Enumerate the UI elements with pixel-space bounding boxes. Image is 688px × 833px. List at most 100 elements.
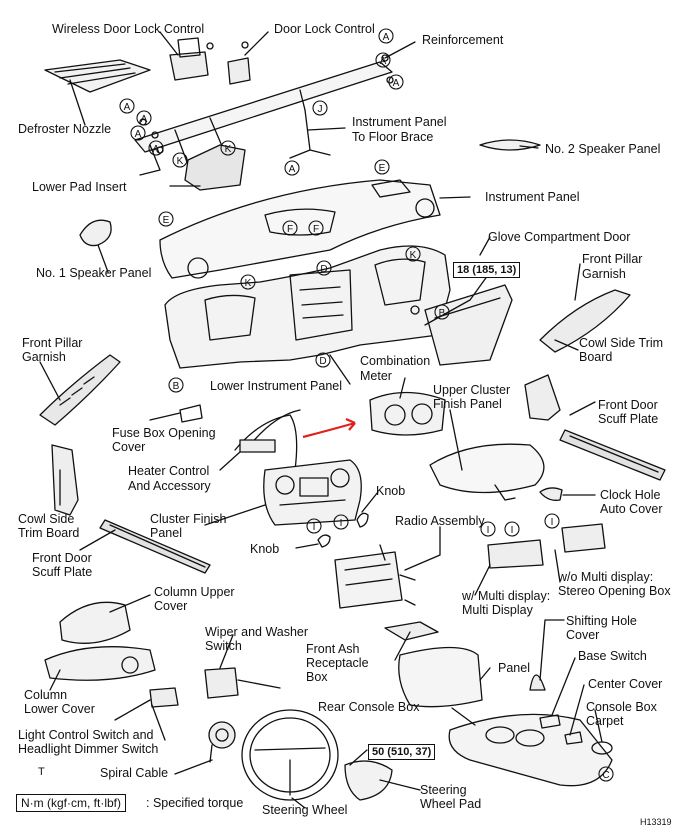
label-column-lower-cover-line2: Lower Cover bbox=[24, 702, 95, 716]
label-front-door-scuff-plate-left-line1: Front Door bbox=[32, 551, 92, 565]
svg-text:K: K bbox=[177, 156, 184, 167]
torque-badge-steering: 50 (510, 37) bbox=[368, 744, 436, 760]
legend-torque-text: : Specified torque bbox=[146, 796, 244, 810]
svg-text:D: D bbox=[320, 264, 327, 275]
torque-badge-glove: 18 (185, 13) bbox=[453, 262, 521, 278]
label-cluster-finish-panel-line2: Panel bbox=[150, 526, 182, 540]
label-center-cover: Center Cover bbox=[588, 677, 663, 691]
svg-text:F: F bbox=[313, 224, 319, 235]
svg-text:A: A bbox=[135, 129, 142, 140]
label-reinforcement: Reinforcement bbox=[422, 33, 504, 47]
label-tee-mark: T bbox=[38, 766, 45, 778]
svg-text:A: A bbox=[141, 114, 148, 125]
label-console-box-carpet-line2: Carpet bbox=[586, 714, 624, 728]
label-wireless-door-lock-control: Wireless Door Lock Control bbox=[52, 22, 205, 36]
label-instrument-panel: Instrument Panel bbox=[485, 190, 580, 204]
label-w-multi-display-line2: Multi Display bbox=[462, 603, 533, 617]
svg-text:E: E bbox=[379, 163, 386, 174]
svg-text:B: B bbox=[173, 381, 180, 392]
svg-text:C: C bbox=[602, 770, 609, 781]
svg-text:A: A bbox=[393, 78, 400, 89]
label-instrument-panel-floor-brace-line1: Instrument Panel bbox=[352, 115, 447, 129]
label-instrument-panel-floor-brace-line2: To Floor Brace bbox=[352, 130, 434, 144]
label-shifting-hole-cover-line1: Shifting Hole bbox=[566, 614, 637, 628]
label-cowl-side-trim-board-left-line1: Cowl Side bbox=[18, 512, 75, 526]
svg-text:I: I bbox=[487, 525, 490, 536]
svg-text:F: F bbox=[287, 224, 293, 235]
svg-text:A: A bbox=[383, 32, 390, 43]
label-cowl-side-trim-board-right-line2: Board bbox=[579, 350, 613, 364]
label-light-control-switch-line1: Light Control Switch and bbox=[18, 728, 154, 742]
label-knob-bottom: Knob bbox=[250, 542, 280, 556]
label-front-ash-receptacle-line3: Box bbox=[306, 670, 328, 684]
label-knob-top: Knob bbox=[376, 484, 406, 498]
svg-text:I: I bbox=[313, 522, 316, 533]
svg-text:K: K bbox=[410, 250, 417, 261]
svg-text:I: I bbox=[551, 517, 554, 528]
legend-torque-units: N·m (kgf·cm, ft·lbf) bbox=[16, 794, 126, 812]
label-heater-control-line1: Heater Control bbox=[128, 464, 210, 478]
label-cowl-side-trim-board-left-line2: Trim Board bbox=[18, 526, 80, 540]
label-heater-control-line2: And Accessory bbox=[128, 479, 211, 493]
svg-text:B: B bbox=[439, 308, 446, 319]
label-no2-speaker-panel: No. 2 Speaker Panel bbox=[545, 142, 661, 156]
label-clock-hole-auto-cover-line2: Auto Cover bbox=[600, 502, 663, 516]
label-fuse-box-opening-cover-line2: Cover bbox=[112, 440, 146, 454]
label-front-pillar-garnish-left-line1: Front Pillar bbox=[22, 336, 83, 350]
label-rear-console-box: Rear Console Box bbox=[318, 700, 420, 714]
label-front-pillar-garnish-right-line2: Garnish bbox=[582, 267, 626, 281]
label-lower-instrument-panel: Lower Instrument Panel bbox=[210, 379, 343, 393]
label-steering-wheel: Steering Wheel bbox=[262, 803, 348, 817]
label-base-switch: Base Switch bbox=[578, 649, 647, 663]
callout-letters: A A A A A A A K K J A E E F F K D K B B bbox=[124, 32, 610, 781]
label-column-upper-cover-line1: Column Upper bbox=[154, 585, 235, 599]
label-front-pillar-garnish-right-line1: Front Pillar bbox=[582, 252, 643, 266]
label-steering-wheel-pad-line1: Steering bbox=[420, 783, 467, 797]
label-glove-compartment-door: Glove Compartment Door bbox=[488, 230, 631, 244]
label-lower-pad-insert: Lower Pad Insert bbox=[32, 180, 127, 194]
label-wo-multi-display-line2: Stereo Opening Box bbox=[558, 584, 671, 598]
label-spiral-cable: Spiral Cable bbox=[100, 766, 169, 780]
label-cowl-side-trim-board-right-line1: Cowl Side Trim bbox=[579, 336, 664, 350]
label-column-lower-cover-line1: Column bbox=[24, 688, 68, 702]
label-panel: Panel bbox=[498, 661, 530, 675]
label-front-door-scuff-plate-left-line2: Scuff Plate bbox=[32, 565, 93, 579]
label-combination-meter-line1: Combination bbox=[360, 354, 431, 368]
label-wiper-washer-switch-line1: Wiper and Washer bbox=[205, 625, 309, 639]
label-wo-multi-display-line1: w/o Multi display: bbox=[558, 570, 654, 584]
svg-text:K: K bbox=[225, 144, 232, 155]
label-defroster-nozzle: Defroster Nozzle bbox=[18, 122, 112, 136]
label-front-door-scuff-plate-right-line2: Scuff Plate bbox=[598, 412, 659, 426]
label-front-ash-receptacle-line2: Receptacle bbox=[306, 656, 369, 670]
label-fuse-box-opening-cover-line1: Fuse Box Opening bbox=[112, 426, 216, 440]
svg-text:D: D bbox=[319, 356, 326, 367]
label-combination-meter-line2: Meter bbox=[360, 369, 392, 383]
svg-text:E: E bbox=[163, 215, 170, 226]
label-no1-speaker-panel: No. 1 Speaker Panel bbox=[36, 266, 152, 280]
svg-text:A: A bbox=[124, 102, 131, 113]
label-wiper-washer-switch-line2: Switch bbox=[205, 639, 242, 653]
label-steering-wheel-pad-line2: Wheel Pad bbox=[420, 797, 482, 811]
label-front-door-scuff-plate-right-line1: Front Door bbox=[598, 398, 658, 412]
label-upper-cluster-finish-panel-line2: Finish Panel bbox=[433, 397, 502, 411]
label-radio-assembly: Radio Assembly bbox=[395, 514, 485, 528]
label-column-upper-cover-line2: Cover bbox=[154, 599, 188, 613]
label-w-multi-display-line1: w/ Multi display: bbox=[462, 589, 551, 603]
highlight-arrow bbox=[302, 421, 356, 439]
svg-text:I: I bbox=[511, 525, 514, 536]
label-upper-cluster-finish-panel-line1: Upper Cluster bbox=[433, 383, 511, 397]
label-light-control-switch-line2: Headlight Dimmer Switch bbox=[18, 742, 159, 756]
svg-text:A: A bbox=[153, 144, 160, 155]
svg-text:A: A bbox=[289, 164, 296, 175]
label-door-lock-control: Door Lock Control bbox=[274, 22, 375, 36]
callout-letter-circles bbox=[119, 28, 614, 782]
label-front-ash-receptacle-line1: Front Ash bbox=[306, 642, 360, 656]
label-console-box-carpet-line1: Console Box bbox=[586, 700, 657, 714]
svg-text:J: J bbox=[318, 104, 323, 115]
svg-text:A: A bbox=[380, 56, 387, 67]
label-shifting-hole-cover-line2: Cover bbox=[566, 628, 600, 642]
svg-text:I: I bbox=[340, 518, 343, 529]
figure-code: H13319 bbox=[640, 817, 672, 827]
